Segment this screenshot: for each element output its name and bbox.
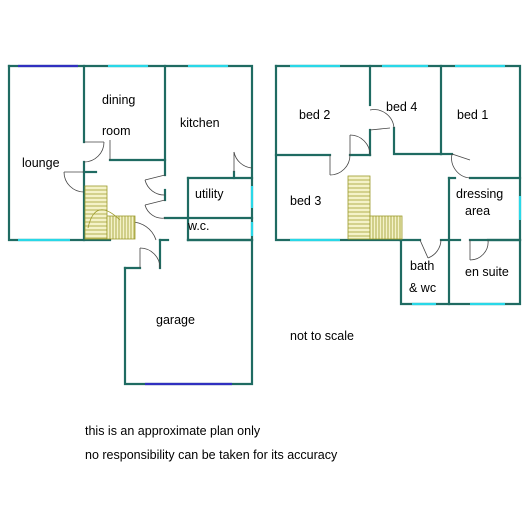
room-label-lounge: lounge bbox=[22, 156, 60, 170]
room-label-bed1: bed 1 bbox=[457, 108, 488, 122]
first-floor-doors bbox=[329, 109, 489, 261]
disclaimer-line2: no responsibility can be taken for its a… bbox=[85, 448, 338, 462]
room-label-wc: w.c. bbox=[187, 219, 210, 233]
ground-floor-labels: lounge dining room kitchen utility w.c. … bbox=[22, 93, 224, 327]
room-label-dining-line1: dining bbox=[102, 93, 135, 107]
ground-floor-windows bbox=[18, 64, 254, 386]
first-floor-labels: bed 2 bed 4 bed 1 bed 3 dressing area ba… bbox=[290, 100, 509, 295]
room-label-dressing-line2: area bbox=[465, 204, 490, 218]
first-floor-windows bbox=[290, 64, 522, 306]
plan-notes: not to scale this is an approximate plan… bbox=[85, 329, 354, 462]
ground-floor-stairs bbox=[84, 185, 136, 240]
room-label-bath-line2: & wc bbox=[409, 281, 436, 295]
first-floor-stairs bbox=[347, 175, 403, 240]
disclaimer-line1: this is an approximate plan only bbox=[85, 424, 261, 438]
room-label-bed3: bed 3 bbox=[290, 194, 321, 208]
ground-floor: lounge dining room kitchen utility w.c. … bbox=[7, 64, 254, 386]
room-label-dining-line2: room bbox=[102, 124, 130, 138]
room-label-en-suite: en suite bbox=[465, 265, 509, 279]
first-floor: bed 2 bed 4 bed 1 bed 3 dressing area ba… bbox=[274, 64, 522, 306]
room-label-utility: utility bbox=[195, 187, 224, 201]
room-label-bed2: bed 2 bbox=[299, 108, 330, 122]
room-label-kitchen: kitchen bbox=[180, 116, 220, 130]
room-label-bath-line1: bath bbox=[410, 259, 434, 273]
room-label-dressing-line1: dressing bbox=[456, 187, 503, 201]
room-label-bed4: bed 4 bbox=[386, 100, 417, 114]
room-label-garage: garage bbox=[156, 313, 195, 327]
scale-note: not to scale bbox=[290, 329, 354, 343]
